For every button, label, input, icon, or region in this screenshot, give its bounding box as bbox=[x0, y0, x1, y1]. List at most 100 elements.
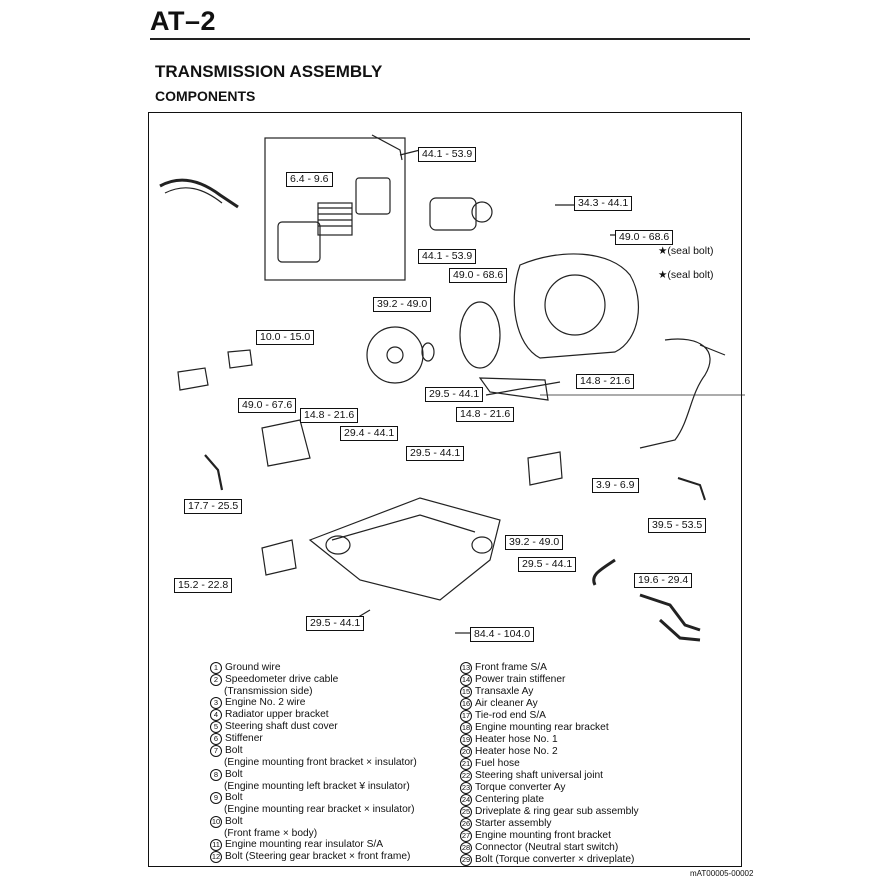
torque-spec: 17.7 - 25.5 bbox=[184, 499, 243, 514]
front-frame-inner-art bbox=[331, 514, 476, 541]
legend-sub-label: (Engine mounting left bracket ¥ insulato… bbox=[224, 780, 410, 792]
page-code: AT–2 bbox=[150, 6, 217, 36]
legend-label: Tie-rod end S/A bbox=[475, 710, 546, 721]
legend-label: Bolt bbox=[225, 792, 243, 804]
legend-label: Air cleaner Ay bbox=[475, 698, 538, 709]
legend-number: 24 bbox=[460, 794, 472, 806]
legend-label: Engine mounting front bracket bbox=[475, 830, 611, 841]
legend-label: Fuel hose bbox=[475, 758, 520, 769]
transaxle-bell-art bbox=[544, 274, 606, 336]
legend-number: 11 bbox=[210, 839, 222, 852]
dust-cover-art bbox=[527, 451, 563, 486]
legend-label: Bolt (Torque converter × driveplate) bbox=[475, 854, 635, 865]
legend-sub-label: (Engine mounting rear bracket × insulato… bbox=[224, 804, 415, 816]
torque-spec: 44.1 - 53.9 bbox=[418, 249, 477, 264]
legend-label: Stiffener bbox=[225, 733, 263, 745]
centering-plate-art bbox=[421, 342, 435, 362]
legend-number: 12 bbox=[210, 851, 222, 864]
legend-label: Bolt bbox=[225, 768, 243, 780]
legend-label: Connector (Neutral start switch) bbox=[475, 842, 619, 853]
legend-number: 4 bbox=[210, 709, 222, 722]
starter-nose-art bbox=[471, 201, 493, 223]
torque-spec: 14.8 - 21.6 bbox=[456, 407, 515, 422]
ground-wire-art bbox=[159, 178, 239, 209]
legend-number: 14 bbox=[460, 674, 472, 686]
torque-spec: 14.8 - 21.6 bbox=[576, 374, 635, 389]
legend-number: 6 bbox=[210, 733, 222, 746]
torque-spec: 39.2 - 49.0 bbox=[505, 535, 564, 550]
driveplate-art bbox=[366, 326, 424, 384]
engine-wire-art bbox=[639, 338, 726, 449]
exploded-diagram bbox=[159, 134, 745, 642]
legend-number: 21 bbox=[460, 758, 472, 770]
torque-spec: 19.6 - 29.4 bbox=[634, 573, 693, 588]
torque-spec: 49.0 - 67.6 bbox=[238, 398, 297, 413]
torque-spec: 3.9 - 6.9 bbox=[592, 478, 639, 493]
legend-label: Heater hose No. 1 bbox=[475, 734, 558, 745]
rear-bracket-art bbox=[261, 419, 311, 467]
legend-label: Radiator upper bracket bbox=[225, 709, 329, 721]
filter-ribs-art bbox=[318, 207, 352, 227]
powertrain-stiffener-art bbox=[478, 377, 549, 401]
legend-number: 26 bbox=[460, 818, 472, 830]
driveplate-hub-art bbox=[386, 346, 404, 364]
fuel-hose-art bbox=[592, 558, 616, 586]
torque-spec: 49.0 - 68.6 bbox=[615, 230, 674, 245]
legend-label: Heater hose No. 2 bbox=[475, 746, 558, 757]
torque-spec: 6.4 - 9.6 bbox=[286, 172, 333, 187]
legend-number: 23 bbox=[460, 782, 472, 794]
ground-wire-art-2 bbox=[164, 187, 223, 204]
legend-sub-label: (Transmission side) bbox=[224, 686, 313, 697]
torque-spec: 29.5 - 44.1 bbox=[406, 446, 465, 461]
torque-spec: 39.2 - 49.0 bbox=[373, 297, 432, 312]
frame-insulator-art-2 bbox=[471, 536, 493, 554]
legend-label: Engine mounting rear bracket bbox=[475, 722, 609, 733]
heater-hose-art bbox=[639, 593, 701, 632]
heater-hose-art-2 bbox=[658, 618, 701, 642]
torque-spec: 14.8 - 21.6 bbox=[300, 408, 359, 423]
legend-number: 16 bbox=[460, 698, 472, 710]
legend-label: Transaxle Ay bbox=[475, 686, 534, 697]
legend-number: 15 bbox=[460, 686, 472, 698]
air-cleaner-case-art bbox=[277, 221, 321, 263]
leader bbox=[399, 149, 421, 156]
sub-title: COMPONENTS bbox=[155, 88, 256, 104]
diagram-frame bbox=[148, 112, 742, 867]
legend-number: 7 bbox=[210, 745, 222, 758]
legend-number: 17 bbox=[460, 710, 472, 722]
starter-art bbox=[429, 197, 477, 231]
legend-label: Torque converter Ay bbox=[475, 782, 566, 793]
torque-spec: 44.1 - 53.9 bbox=[418, 147, 477, 162]
section-title: TRANSMISSION ASSEMBLY bbox=[155, 62, 383, 81]
transaxle-art bbox=[513, 253, 639, 359]
stiffener-art bbox=[204, 454, 224, 491]
legend-label: Front frame S/A bbox=[475, 662, 547, 673]
legend-label: Starter assembly bbox=[475, 818, 552, 829]
front-frame-art bbox=[308, 497, 501, 601]
tie-rod-art bbox=[677, 477, 706, 501]
torque-spec: 15.2 - 22.8 bbox=[174, 578, 233, 593]
legend-number: 9 bbox=[210, 792, 222, 805]
legend-label: Centering plate bbox=[475, 794, 545, 805]
